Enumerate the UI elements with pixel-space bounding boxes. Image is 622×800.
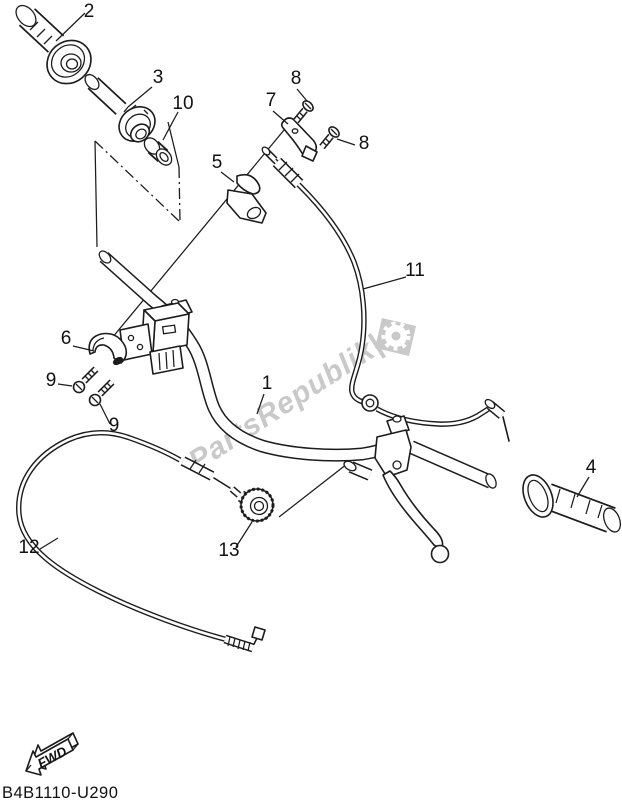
handlebar-1	[97, 250, 498, 490]
brake-lever-blade	[382, 470, 444, 550]
perch-body	[374, 429, 412, 478]
screw-8b	[319, 126, 340, 150]
cable-12	[19, 433, 266, 652]
alignment-marks	[94, 121, 181, 248]
switch-button	[161, 324, 177, 335]
callout-4: 4	[586, 457, 597, 478]
callout-9a: 9	[46, 370, 57, 391]
cable-11	[261, 146, 510, 442]
cable-12-inner-wire	[213, 477, 231, 489]
callout-2: 2	[84, 1, 95, 22]
callout-11: 11	[405, 260, 425, 281]
lever-ball-end	[430, 544, 450, 564]
leader-lines	[39, 12, 590, 550]
callout-8a: 8	[291, 68, 302, 89]
callout-3: 3	[153, 67, 164, 88]
handle-switch-assembly	[119, 298, 193, 375]
screw-9a	[72, 366, 99, 394]
callout-8b: 8	[359, 133, 370, 154]
part-code: B4B1110-U290	[2, 784, 118, 800]
leader-line-cable-to-bar	[111, 123, 290, 339]
callout-labels: 2 3 10 8 7 8 5 11 6 9 9 1 4 12 13	[18, 1, 596, 561]
collar-10	[143, 137, 173, 166]
screw-9b	[88, 379, 115, 407]
fwd-arrow-front	[25, 738, 74, 776]
callout-5: 5	[212, 152, 223, 173]
cable-12-end-fitting	[251, 626, 266, 641]
leader-line-knob-to-perch	[278, 463, 348, 518]
callout-7: 7	[266, 90, 277, 111]
adjuster-boss	[343, 460, 357, 472]
fwd-arrow: FWD	[25, 732, 79, 776]
left-grip-2	[12, 4, 92, 85]
screw-8a	[293, 100, 314, 124]
handlebar-left-end	[98, 250, 112, 264]
callout-10: 10	[172, 93, 193, 114]
callout-1: 1	[262, 373, 273, 394]
throttle-tube-3	[84, 73, 156, 143]
adjuster-knob-13	[238, 487, 275, 523]
watermark-flag-gear-icon	[375, 318, 416, 356]
cable-12-spring	[227, 636, 251, 652]
callout-6: 6	[61, 328, 72, 349]
right-grip-4	[522, 474, 622, 535]
callout-12: 12	[18, 537, 39, 558]
holder-5	[226, 173, 267, 224]
brake-lever-assembly	[343, 415, 450, 564]
callout-13: 13	[218, 540, 239, 561]
handlebar-right-end	[485, 473, 497, 489]
callout-9b: 9	[109, 415, 120, 436]
holder-6	[88, 332, 128, 366]
cable-11-inner-wire	[502, 416, 510, 442]
pivot-bolt	[392, 460, 402, 470]
clamp-7	[280, 117, 318, 162]
